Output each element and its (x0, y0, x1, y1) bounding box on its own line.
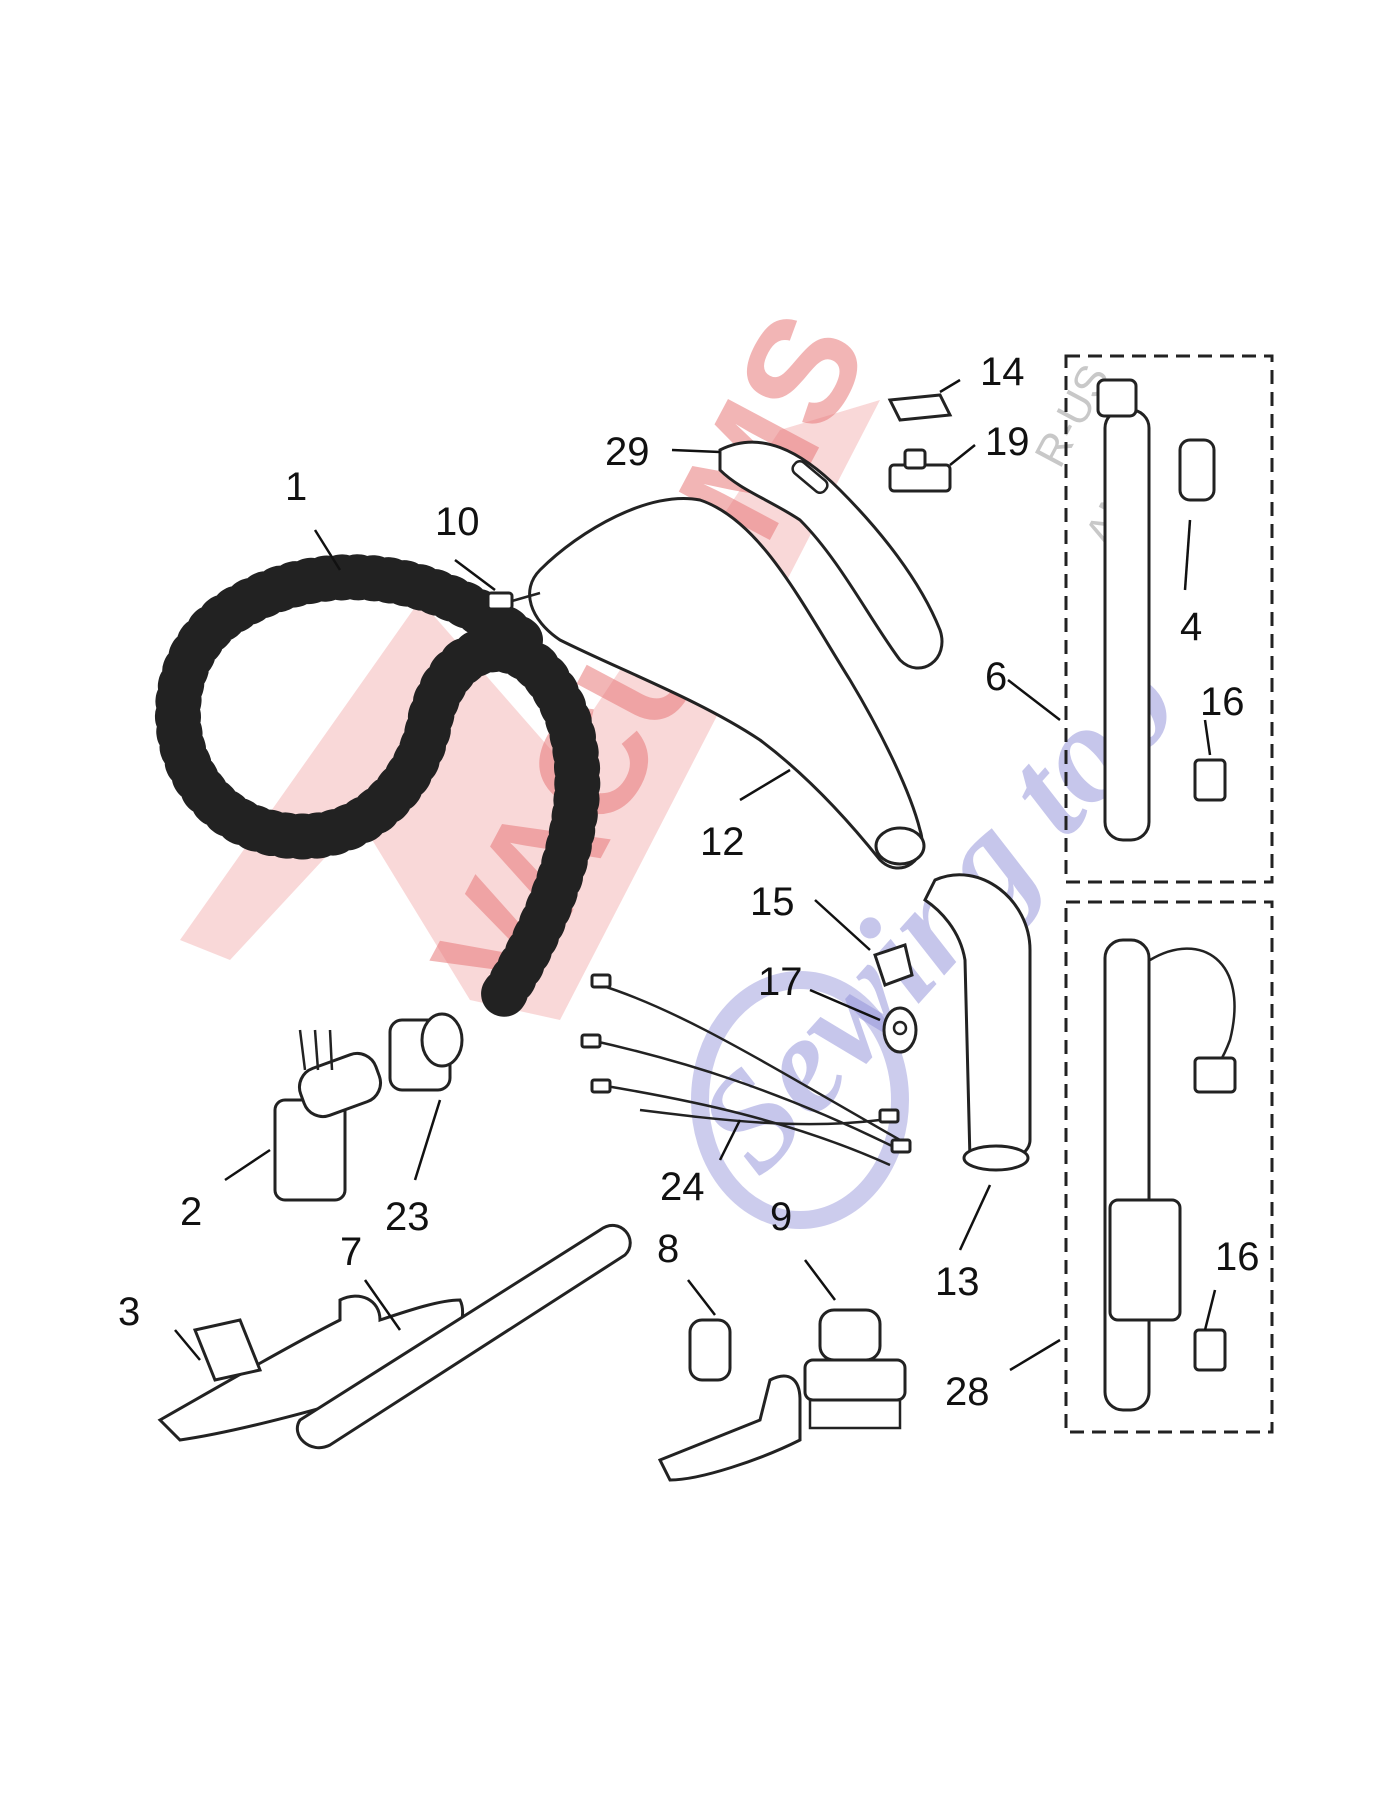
label-4: 4 (1180, 605, 1202, 649)
part-wand-upper (1096, 378, 1151, 842)
label-16-upper: 16 (1200, 680, 1245, 724)
part-wiring-harness (580, 973, 912, 1167)
part-screw (486, 591, 541, 611)
part-dusting-brush (803, 1308, 907, 1430)
label-6: 6 (985, 655, 1007, 699)
part-latch (882, 1006, 918, 1054)
part-wand-lower (1103, 938, 1237, 1412)
part-hose (154, 554, 601, 1023)
label-29: 29 (605, 430, 650, 474)
part-elbow (923, 873, 1032, 1172)
label-2: 2 (180, 1190, 202, 1234)
label-16-lower: 16 (1215, 1235, 1260, 1279)
label-8: 8 (657, 1227, 679, 1271)
part-switch-button (887, 393, 953, 422)
watermark-swirl (691, 971, 909, 1229)
label-9: 9 (770, 1195, 792, 1239)
part-wand-clip (1178, 438, 1216, 502)
label-10: 10 (435, 500, 480, 544)
label-19: 19 (985, 420, 1030, 464)
label-17: 17 (758, 960, 803, 1004)
part-latch-lower (1193, 1328, 1227, 1372)
part-latch-upper (1193, 758, 1227, 802)
label-1: 1 (285, 465, 307, 509)
label-23: 23 (385, 1195, 430, 1239)
part-handle-upper (718, 440, 944, 670)
label-3: 3 (118, 1290, 140, 1334)
leader-lines (174, 378, 1217, 1372)
label-13: 13 (935, 1260, 980, 1304)
label-15: 15 (750, 880, 795, 924)
wand-box-upper (1064, 354, 1274, 884)
part-clip (873, 943, 914, 987)
label-7: 7 (340, 1230, 362, 1274)
part-coupling (273, 1029, 383, 1202)
part-crevice-tool (295, 1223, 632, 1450)
label-12: 12 (700, 820, 745, 864)
part-collar (388, 1012, 464, 1092)
part-switch (888, 448, 952, 493)
label-24: 24 (660, 1165, 705, 1209)
wand-box-lower (1064, 900, 1274, 1434)
part-upholstery-tool (657, 1318, 802, 1482)
part-handle-body (528, 497, 926, 870)
label-14: 14 (980, 350, 1025, 394)
callout-labels: 1 10 29 14 19 4 6 16 12 15 17 13 2 23 24… (118, 350, 1260, 1414)
label-28: 28 (945, 1370, 990, 1414)
